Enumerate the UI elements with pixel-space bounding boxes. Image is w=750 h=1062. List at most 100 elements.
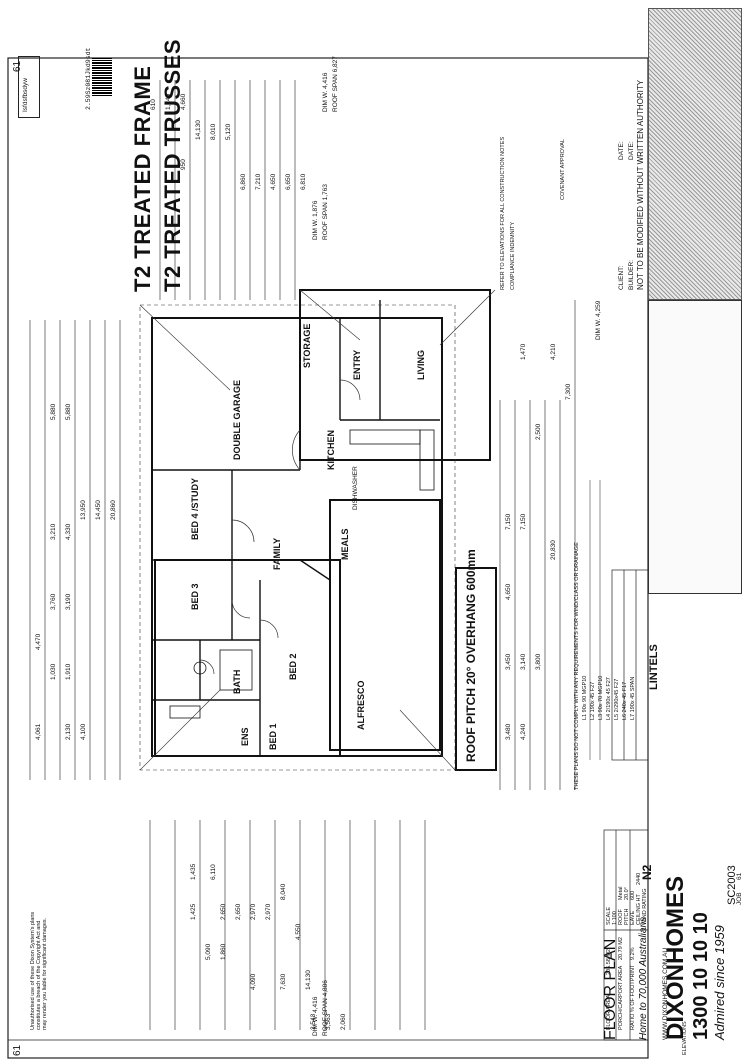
page-number-bottom: 61 [12,1044,23,1056]
dim-left-5: 4,330 [65,523,72,540]
dim-right-1: 7,150 [520,513,527,530]
room-bed2: BED 2 [288,653,298,680]
room-bed4: BED 4 /STUDY [190,477,200,540]
alfresco-zone [329,499,441,751]
lintel-item-2: L3 90x 70 MGP10 [598,675,604,720]
barcode-icon [92,58,112,96]
schedule-grid [603,569,649,1041]
dim-right-9: 7,300 [565,383,572,400]
dim-lines-right [499,300,576,790]
dim-lines-left [29,320,121,780]
room-alfresco: ALFRESCO [356,680,366,731]
stamp-code: Isfdsfbsdyw [22,78,29,112]
refer-note: REFER TO ELEVATIONS FOR ALL CONSTRUCTION… [500,136,506,290]
ratio-label: RATIO % OF FOOTPRINT [630,964,636,1030]
job-value: 61 [736,872,743,880]
dim-left-1: 14,450 [95,500,102,520]
compliance-title: COMPLIANCE INDEMNITY [510,221,516,290]
roof-span-mid: ROOF SPAN 1,763 [322,184,329,240]
dim-bottom-16: 3,543 [310,1013,317,1030]
dim-bottom-9: 4,090 [250,973,257,990]
dim-left-2: 13,950 [80,500,87,520]
door-swings [199,379,361,675]
room-entry: ENTRY [352,349,362,380]
date-label-1: DATE: [618,141,625,160]
stamp-box [18,56,40,118]
dim-top-1: 6,650 [285,173,292,190]
roof-pitch-note: ROOF PITCH 20° OVERHANG 600mm [464,549,478,762]
job-label: JOB [736,892,743,905]
room-dishwasher: DISHWASHER [352,466,359,510]
dim-bottom-11: 14,130 [305,970,312,990]
lintel-item-1: L2 190x 45 F27 [590,681,596,720]
brand-tagline: Home to 70,000 Australians [638,916,649,1040]
lintels-title: LINTELS [648,644,660,690]
dim-left-11: 2,130 [65,723,72,740]
room-bath: BATH [232,669,242,694]
dim-bottom-13: 4,550 [295,923,302,940]
dim-left-10: 1,030 [50,663,57,680]
roof-span-top: ROOF SPAN 6,827 [332,56,339,112]
lintel-grid [589,480,601,760]
brand-website: WWW.DIXONHOMES.COM.AU [662,947,669,1040]
dim-right-7: 3,800 [535,653,542,670]
dim-w-mid: DIM W. 1,876 [312,200,319,240]
room-bed3: BED 3 [190,583,200,610]
dim-right-4: 3,140 [520,653,527,670]
room-meals: MEALS [340,528,350,561]
room-double-garage: DOUBLE GARAGE [232,379,242,460]
dim-top-7: 14,130 [195,120,202,140]
room-storage: STORAGE [302,323,312,368]
dim-lines-top [159,80,296,300]
builder-label: BUILDER: [628,260,635,290]
dim-bottom-6: 1,860 [220,943,227,960]
dim-left-7: 3,190 [65,593,72,610]
internal-walls [152,300,440,756]
dim-bottom-14: 2,060 [340,1013,347,1030]
dim-top-9: 950 [180,159,187,170]
dim-right-12: 1,470 [520,343,527,360]
roof-pitch-box [455,567,497,771]
dim-right-0: 7,150 [505,513,512,530]
ratio-value: 9.2% [630,947,636,960]
not-modified-note: NOT TO BE MODIFIED WITHOUT WRITTEN AUTHO… [636,79,645,290]
barcode-code: 2.59Sz081Jkd9sdt [85,47,92,110]
dim-bottom-2: 1,425 [190,903,197,920]
dim-bottom-10: 7,630 [280,973,287,990]
dim-right-5: 3,480 [505,723,512,740]
dim-left-6: 3,210 [50,523,57,540]
dim-top-2: 4,650 [270,173,277,190]
brand-phone: 1300 10 10 10 [690,912,712,1040]
covenant-title: COVENANT APPROVAL [560,139,566,200]
dim-bottom-15: 3,563 [325,1013,332,1030]
dim-bottom-8: 2,970 [265,903,272,920]
house-outline [151,289,491,757]
dim-top-4: 6,860 [240,173,247,190]
room-kitchen: KITCHEN [326,430,336,470]
copyright-warning: Unauthorised use of these Dixon System's… [30,911,48,1030]
lintel-item-6: L7 190x 45 SPAN [630,676,636,720]
dim-left-12: 4,061 [35,723,42,740]
dim-left-9: 1,910 [65,663,72,680]
dim-bottom-12: 8,040 [280,883,287,900]
dim-left-4: 5,880 [50,403,57,420]
dim-bottom-1: 1,435 [190,863,197,880]
roof-hip-lines [139,289,496,771]
page-number-top: 61 [12,60,23,72]
dim-w-top: DIM W. 4,416 [322,72,329,112]
dim-bottom-5: 2,650 [235,903,242,920]
dim-bottom-3: 5,090 [205,943,212,960]
dim-right-3: 3,450 [505,653,512,670]
dim-top-0: 6,810 [300,173,307,190]
hatched-approval-panel [648,8,742,300]
dim-top-10: 1,240 [165,93,172,110]
room-family: FAMILY [272,537,282,570]
plan-title: FLOOR PLAN [602,938,619,1040]
dim-left-3: 5,880 [65,403,72,420]
lintel-item-5: L6 240x 45 F17 [622,681,628,720]
dim-left-14: 4,100 [80,723,87,740]
kitchen-fixtures [169,429,435,719]
dim-right-11: 2,500 [535,423,542,440]
